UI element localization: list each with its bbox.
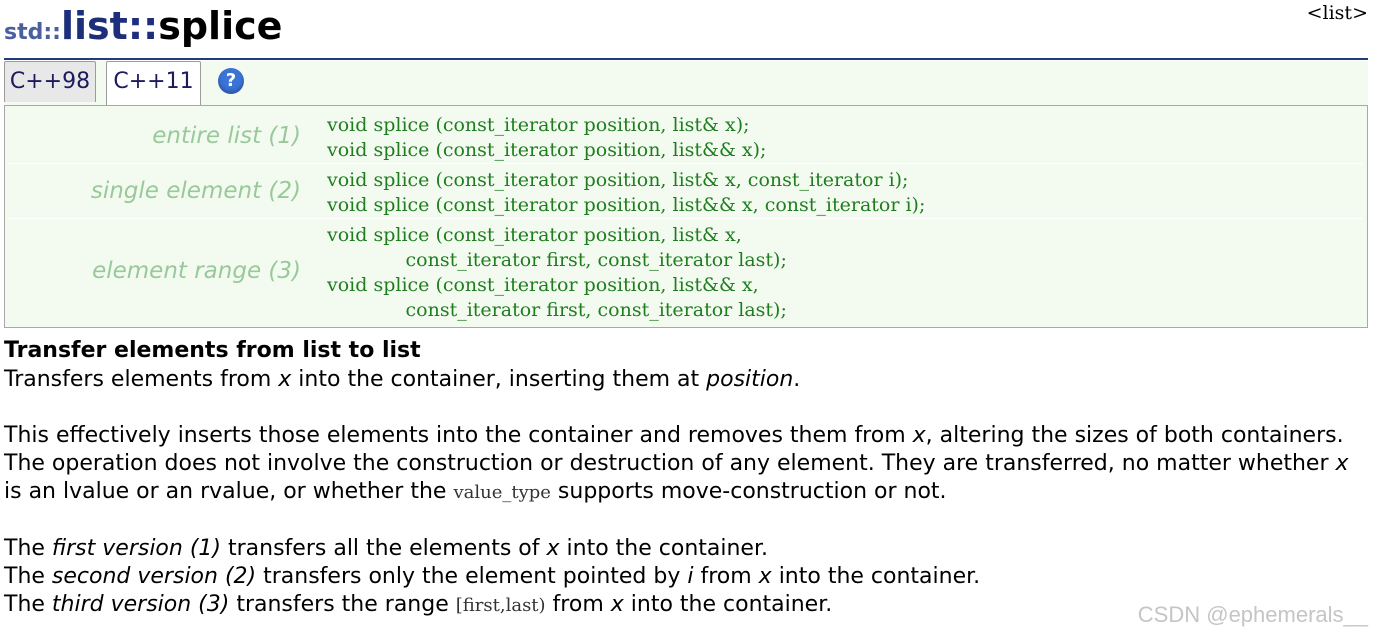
watermark: CSDN @ephemerals__ bbox=[1137, 602, 1368, 627]
code-line: void splice (const_iterator position, li… bbox=[327, 274, 759, 296]
prototypes-box: entire list (1) void splice (const_itera… bbox=[4, 105, 1368, 328]
code-line: void splice (const_iterator position, li… bbox=[327, 224, 742, 246]
code-line: void splice (const_iterator position, li… bbox=[327, 194, 926, 216]
prototype-code: void splice (const_iterator position, li… bbox=[327, 223, 787, 323]
title-function: splice bbox=[158, 4, 283, 48]
prototype-row: single element (2) void splice (const_it… bbox=[9, 164, 1363, 218]
page-header: std::list::splice <list> bbox=[4, 2, 1368, 60]
page-title: std::list::splice bbox=[4, 4, 282, 48]
code-line: void splice (const_iterator position, li… bbox=[327, 139, 767, 161]
prototype-code: void splice (const_iterator position, li… bbox=[327, 168, 925, 218]
inline-code: value_type bbox=[453, 482, 551, 503]
prototype-label: element range (3) bbox=[92, 258, 301, 284]
prototype-row: element range (3) void splice (const_ite… bbox=[9, 219, 1363, 323]
prototype-row: entire list (1) void splice (const_itera… bbox=[9, 109, 1363, 163]
version-tabs: C++98 C++11 ? bbox=[4, 61, 1368, 105]
code-line: const_iterator first, const_iterator las… bbox=[327, 249, 787, 271]
section-heading: Transfer elements from list to list bbox=[4, 338, 421, 363]
header-file-link[interactable]: <list> bbox=[1306, 2, 1368, 24]
code-line: void splice (const_iterator position, li… bbox=[327, 114, 750, 136]
title-namespace: std:: bbox=[4, 20, 61, 45]
prototype-label: single element (2) bbox=[90, 178, 301, 204]
code-line: void splice (const_iterator position, li… bbox=[327, 169, 909, 191]
paragraph: This effectively inserts those elements … bbox=[4, 423, 1349, 504]
tab-cpp11[interactable]: C++11 bbox=[106, 61, 201, 105]
inline-code: [first,last) bbox=[455, 595, 546, 616]
row-divider bbox=[9, 218, 1363, 219]
title-class-link[interactable]: list bbox=[60, 4, 128, 48]
prototype-label: entire list (1) bbox=[152, 123, 301, 149]
paragraph: Transfers elements from x into the conta… bbox=[4, 367, 801, 392]
row-divider bbox=[9, 163, 1363, 164]
question-circle-icon[interactable]: ? bbox=[218, 68, 244, 94]
prototype-code: void splice (const_iterator position, li… bbox=[327, 113, 766, 163]
code-line: const_iterator first, const_iterator las… bbox=[327, 299, 787, 321]
paragraph: The third version (3) transfers the rang… bbox=[4, 592, 833, 617]
paragraph: The second version (2) transfers only th… bbox=[4, 564, 981, 589]
paragraph: The first version (1) transfers all the … bbox=[4, 536, 768, 561]
tab-cpp98[interactable]: C++98 bbox=[4, 61, 96, 102]
title-separator: :: bbox=[127, 4, 159, 48]
description: Transfer elements from list to list Tran… bbox=[4, 336, 1368, 620]
